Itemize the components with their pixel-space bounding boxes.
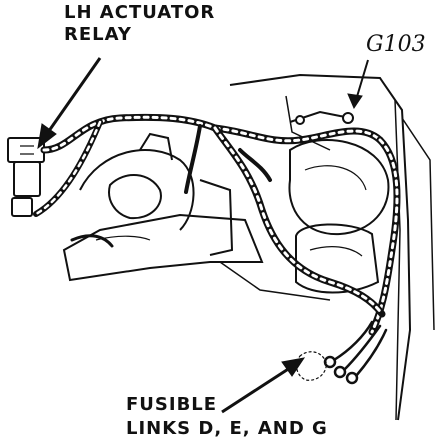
housing-shapes — [288, 139, 390, 294]
relay-callout-arrow — [42, 57, 102, 139]
ground-callout-arrowhead — [347, 93, 363, 110]
fusible-callout-arrow — [221, 362, 297, 414]
fusible-label-line2: LINKS D, E, AND G — [126, 418, 328, 439]
ground-label: G103 — [366, 32, 426, 57]
fusible-label-line1: FUSIBLE — [126, 394, 218, 415]
relay-label-line2: RELAY — [64, 24, 132, 45]
actuator-relay-shape — [7, 137, 45, 217]
fusible-links-shape — [296, 320, 388, 385]
wiring-harness — [33, 113, 401, 336]
inner-fender-panel — [229, 73, 435, 421]
callout-arrows — [37, 57, 369, 414]
ground-callout-arrow — [355, 59, 369, 101]
relay-label-line1: LH ACTUATOR — [64, 2, 216, 23]
relay-callout-arrowhead — [37, 123, 57, 150]
front-structure — [62, 132, 331, 301]
ground-g103-terminal — [289, 110, 354, 125]
fusible-callout-arrowhead — [281, 357, 306, 377]
